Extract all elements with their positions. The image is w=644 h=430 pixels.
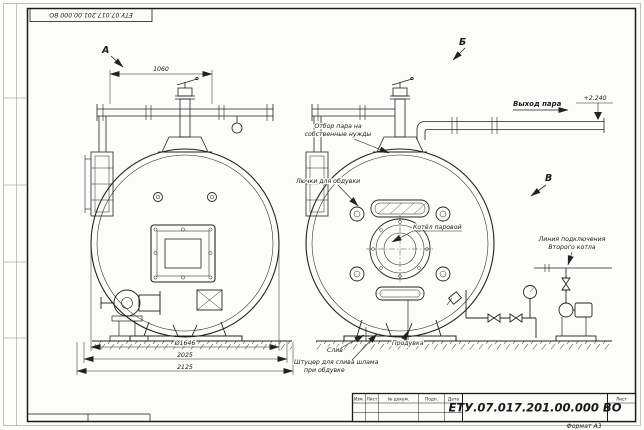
economizer-column-rear <box>305 151 329 217</box>
valve-1 <box>487 313 501 323</box>
tb-col-podp: Подп. <box>425 397 438 403</box>
dim-2025-text: 2025 <box>177 352 193 359</box>
dimension-2025: 2025 <box>83 342 288 363</box>
second-boiler-label-1: Линия подключения <box>538 236 606 243</box>
bottom-hatch <box>375 286 425 301</box>
tb-col-list: Лист <box>367 397 378 403</box>
dim-diameter-text: Ø1646 <box>174 339 196 347</box>
ash-box <box>196 289 223 311</box>
valve-handwheel <box>231 122 243 134</box>
manhole <box>366 215 434 283</box>
burner-fan-unit <box>100 289 161 342</box>
safety-valve-front <box>175 76 199 138</box>
steam-header-front <box>96 104 274 134</box>
view-labels: А Б В <box>101 37 552 197</box>
front-supports <box>129 321 243 342</box>
title-doc-number: ЕТУ.07.017.201.00.000 ВО <box>449 401 622 415</box>
dimension-1060: 1060 <box>109 65 213 104</box>
drawing-frame <box>3 3 641 426</box>
ground-line <box>92 340 612 350</box>
blowdown-label: Продувка <box>392 340 424 347</box>
tb-col-izm: Изм. <box>354 397 364 403</box>
safety-valve-rear <box>390 76 414 138</box>
economizer-column <box>84 151 114 217</box>
sludge-label-2: при обдувке <box>304 366 345 374</box>
callouts: Выход пара Отбор пара на собственные нуж… <box>293 99 607 376</box>
rear-supports <box>343 300 457 342</box>
top-doc-number-stamp: ЕТУ.07.017.201.00.000 ВО <box>29 8 153 22</box>
view-a-label: А <box>101 45 109 56</box>
doc-number-rotated: ЕТУ.07.017.201.00.000 ВО <box>49 11 133 18</box>
level-device <box>447 291 463 305</box>
drain-label: Слив <box>327 347 343 354</box>
tb-sheet-label: Лист <box>616 397 627 403</box>
shell-fittings <box>349 206 451 282</box>
rear-view-superstructure <box>305 76 605 217</box>
sight-fitting-right <box>207 192 217 202</box>
view-b-label: Б <box>459 37 466 48</box>
feed-pump <box>555 302 597 342</box>
format-note: Формат А3 <box>566 423 601 430</box>
front-view-superstructure <box>84 76 274 217</box>
valve-2 <box>509 313 523 323</box>
elevation-mark: +2,240 <box>576 94 613 120</box>
tb-col-data: Дата <box>448 397 459 403</box>
tb-col-docnum: № докум. <box>388 397 409 403</box>
steam-outlet-pipe <box>416 117 605 140</box>
pressure-gauge <box>523 285 537 299</box>
view-v-label: В <box>545 173 552 184</box>
sludge-label-1: Штуцер для слива шлама <box>294 359 379 366</box>
elevation-text: +2,240 <box>584 95 607 102</box>
dim-2125-text: 2125 <box>177 364 193 371</box>
sight-fitting-left <box>153 192 163 202</box>
dim-1060-text: 1060 <box>153 66 169 73</box>
hatches-label: Лючки для обдувки <box>295 177 360 185</box>
title-block: Изм. Лист № докум. Подп. Дата ЕТУ.07.017… <box>351 392 637 423</box>
steam-header-rear <box>311 104 395 121</box>
boiler-name-label: Котёл паровой <box>413 223 462 231</box>
furnace-door <box>150 224 216 283</box>
dimension-2125: 2125 <box>76 342 294 375</box>
own-needs-label-1: Отбор пара на <box>314 122 362 130</box>
steam-outlet-label: Выход пара <box>513 100 562 108</box>
valve-3 <box>561 277 571 291</box>
feed-blowdown-piping <box>446 264 612 342</box>
dimension-diameter: Ø1646 <box>90 247 280 351</box>
boiler-rear-view <box>305 148 495 338</box>
boiler-front-view <box>90 148 280 338</box>
second-boiler-label-2: Второго котла <box>548 244 595 251</box>
top-hatch <box>370 199 430 218</box>
own-needs-label-2: собственные нужды <box>305 130 372 138</box>
dimensions: 1060 Ø1646 2025 2125 +2,240 <box>76 65 613 375</box>
